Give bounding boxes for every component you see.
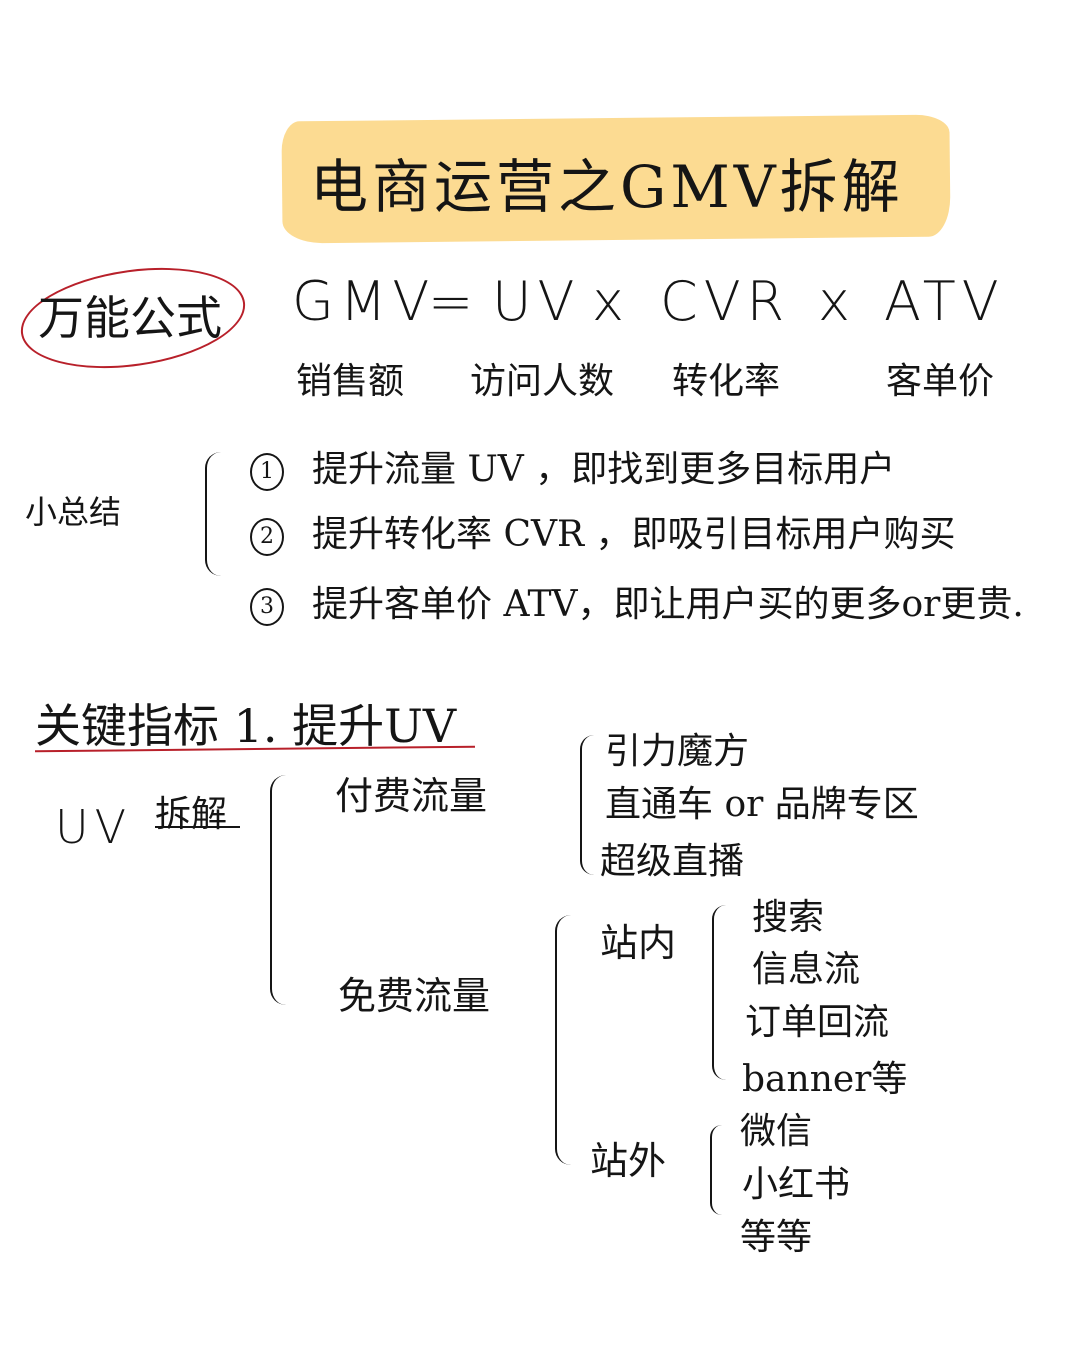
number-badge: 1 <box>250 453 284 491</box>
summary-item-1: 1 提升流量 UV ，即找到更多目标用户 <box>250 440 895 492</box>
paid-item-1: 引力魔方 <box>605 731 750 772</box>
breakdown-arrow <box>155 826 240 828</box>
formula-term-uv: UV <box>492 270 581 333</box>
summary-item-text: 提升流量 UV ，即找到更多目标用户 <box>312 449 896 490</box>
onsite-label: 站内 <box>600 921 677 965</box>
page-title: 电商运营之GMV拆解 <box>310 153 904 221</box>
paid-item-2: 直通车 or 品牌专区 <box>605 784 919 825</box>
onsite-item-1: 搜索 <box>752 897 825 938</box>
offsite-item-3: 等等 <box>740 1217 813 1258</box>
paid-item-3: 超级直播 <box>600 841 745 882</box>
onsite-item-4: banner等 <box>742 1059 908 1100</box>
free-traffic-label: 免费流量 <box>338 974 491 1018</box>
formula-label: 万能公式 <box>38 291 222 345</box>
breakdown-arrow-label: 拆解 <box>155 794 228 835</box>
summary-item-2: 2 提升转化率 CVR ，即吸引目标用户购买 <box>250 505 956 557</box>
formula-term-cvr: CVR <box>660 270 791 333</box>
uv-root: UV <box>55 800 133 854</box>
free-brace <box>555 915 571 1165</box>
onsite-item-3: 订单回流 <box>745 1002 890 1043</box>
summary-item-text: 提升转化率 CVR ，即吸引目标用户购买 <box>312 514 956 555</box>
summary-item-text: 提升客单价 ATV，即让用户买的更多or更贵. <box>312 584 1024 625</box>
formula-meaning-atv: 客单价 <box>886 361 995 402</box>
formula-equals: = <box>428 270 480 333</box>
formula-meaning-cvr: 转化率 <box>672 361 781 402</box>
number-badge: 3 <box>250 588 284 626</box>
offsite-item-2: 小红书 <box>742 1164 851 1205</box>
formula-term-atv: ATV <box>884 270 1005 333</box>
number-badge: 2 <box>250 518 284 556</box>
formula-meaning-uv: 访问人数 <box>470 361 615 402</box>
paid-brace <box>580 735 594 875</box>
formula-meaning-gmv: 销售额 <box>296 361 405 402</box>
summary-label: 小总结 <box>25 493 122 531</box>
offsite-item-1: 微信 <box>740 1111 813 1152</box>
onsite-brace <box>712 905 726 1080</box>
uv-brace <box>270 775 286 1005</box>
summary-item-3: 3 提升客单价 ATV，即让用户买的更多or更贵. <box>250 575 1024 627</box>
summary-brace <box>205 452 221 576</box>
offsite-label: 站外 <box>590 1139 667 1183</box>
formula-term-gmv: GMV <box>292 270 436 333</box>
paid-traffic-label: 付费流量 <box>335 774 488 818</box>
formula-times-2: x <box>818 270 856 333</box>
key-metric-heading: 关键指标 1. 提升UV <box>35 699 457 753</box>
onsite-item-2: 信息流 <box>752 949 861 990</box>
offsite-brace <box>710 1125 722 1215</box>
formula-times-1: x <box>592 270 630 333</box>
